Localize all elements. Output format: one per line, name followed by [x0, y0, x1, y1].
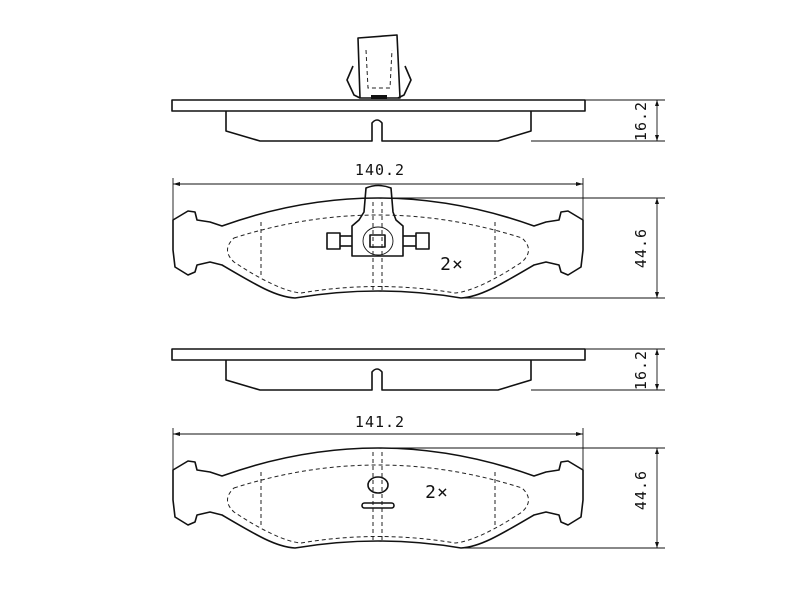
upper-height-label: 44.6 — [632, 228, 650, 268]
wear-indicator — [361, 476, 395, 509]
lower-pad-side-view: 16.2 — [171, 348, 666, 391]
lower-height-label: 44.6 — [632, 470, 650, 510]
lower-quantity-label: 2× — [425, 482, 449, 503]
lower-thickness-label: 16.2 — [632, 350, 650, 390]
lower-pad-front-view: 141.2 2× 44.6 — [172, 413, 666, 549]
upper-quantity-label: 2× — [440, 254, 464, 275]
wear-sensor-clip — [346, 34, 412, 99]
sensor-mount — [326, 184, 430, 257]
upper-pad-side-view: 16.2 — [171, 34, 666, 142]
upper-width-label: 140.2 — [355, 161, 405, 179]
upper-pad-front-view: 140.2 2× 44.6 — [172, 161, 666, 299]
upper-thickness-label: 16.2 — [632, 101, 650, 141]
lower-width-label: 141.2 — [355, 413, 405, 431]
